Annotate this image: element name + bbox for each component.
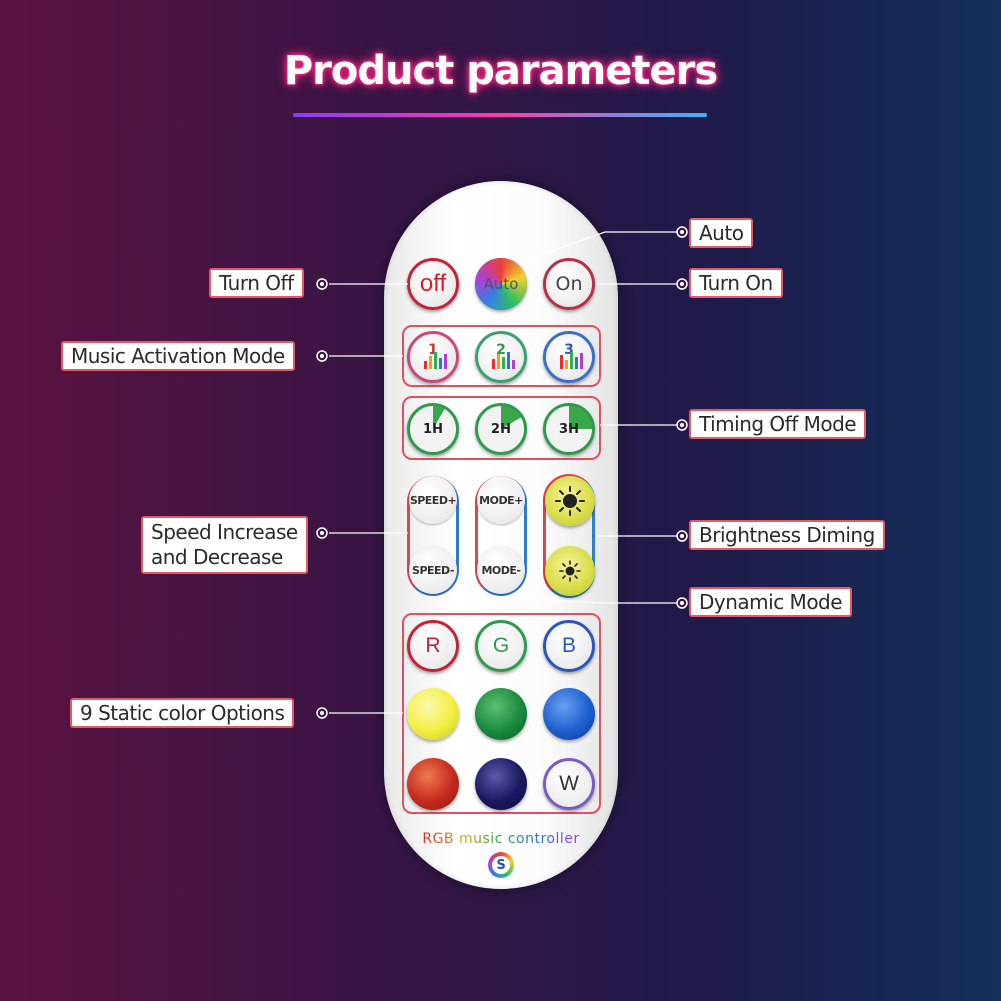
mode-up-label: MODE+ [479, 493, 523, 507]
label-dynamic-mode: Dynamic Mode [689, 587, 853, 617]
mode-down-label: MODE- [481, 563, 521, 577]
sun-small-icon [559, 560, 581, 582]
equalizer-icon [492, 352, 516, 369]
label-brightness-diming: Brightness Diming [689, 520, 885, 550]
timer-2h-label: 2H [491, 421, 511, 437]
speed-down-button[interactable]: SPEED- [409, 546, 457, 594]
red-button[interactable]: R [407, 620, 459, 672]
timer-1h-button[interactable]: 1H [407, 403, 459, 455]
brightness-pill [543, 474, 595, 598]
mode-up-button[interactable]: MODE+ [477, 476, 525, 524]
equalizer-icon [560, 352, 584, 369]
brand-text: RGB music controller [384, 831, 618, 847]
title-underline [293, 113, 707, 117]
label-turn-off: Turn Off [209, 268, 304, 298]
speed-up-label: SPEED+ [409, 493, 457, 507]
green-button[interactable]: G [475, 620, 527, 672]
label-timing-off-mode: Timing Off Mode [689, 409, 867, 439]
page-title: Product parameters [283, 48, 718, 94]
music-mode-group [402, 325, 601, 387]
label-static-color-options: 9 Static color Options [70, 698, 295, 728]
music-mode-1-button[interactable]: 1 [407, 331, 459, 383]
brightness-down-button[interactable] [545, 546, 595, 596]
music-mode-2-label: 2 [496, 342, 506, 358]
label-speed-line1: Speed Increase [151, 520, 298, 544]
brand-logo: S [488, 852, 514, 878]
label-speed: Speed Increase and Decrease [141, 516, 308, 574]
timer-1h-label: 1H [423, 421, 443, 437]
on-label: On [555, 273, 583, 295]
blue-button[interactable]: B [543, 620, 595, 672]
music-mode-2-button[interactable]: 2 [475, 331, 527, 383]
green-label: G [492, 634, 510, 657]
music-mode-1-label: 1 [428, 342, 438, 358]
timer-3h-label: 3H [559, 421, 579, 437]
off-button[interactable]: off [407, 258, 459, 310]
navy-color-button[interactable] [475, 758, 527, 810]
brightness-up-button[interactable] [545, 476, 595, 526]
blue-color-button[interactable] [543, 688, 595, 740]
timer-3h-button[interactable]: 3H [543, 403, 595, 455]
equalizer-icon [424, 352, 448, 369]
speed-up-button[interactable]: SPEED+ [409, 476, 457, 524]
auto-label: Auto [483, 275, 519, 293]
label-auto: Auto [689, 218, 754, 248]
speed-down-label: SPEED- [412, 563, 454, 577]
color-group [402, 613, 601, 814]
on-button[interactable]: On [543, 258, 595, 310]
music-mode-3-button[interactable]: 3 [543, 331, 595, 383]
brand-logo-letter: S [492, 856, 510, 874]
red-label: R [425, 634, 441, 657]
brand-text-label: RGB music controller [422, 831, 580, 847]
white-button[interactable]: W [543, 758, 595, 810]
label-turn-on: Turn On [689, 268, 783, 298]
timer-group [402, 396, 601, 460]
auto-button[interactable]: Auto [475, 258, 527, 310]
label-music-activation-mode: Music Activation Mode [61, 341, 295, 371]
orange-red-color-button[interactable] [407, 758, 459, 810]
music-mode-3-label: 3 [564, 342, 574, 358]
green-color-button[interactable] [475, 688, 527, 740]
label-speed-line2: and Decrease [151, 545, 283, 569]
sun-large-icon [555, 486, 585, 516]
mode-down-button[interactable]: MODE- [477, 546, 525, 594]
off-label: off [419, 270, 447, 297]
timer-2h-button[interactable]: 2H [475, 403, 527, 455]
yellow-color-button[interactable] [407, 688, 459, 740]
white-label: W [559, 772, 579, 795]
blue-label: B [561, 634, 576, 657]
